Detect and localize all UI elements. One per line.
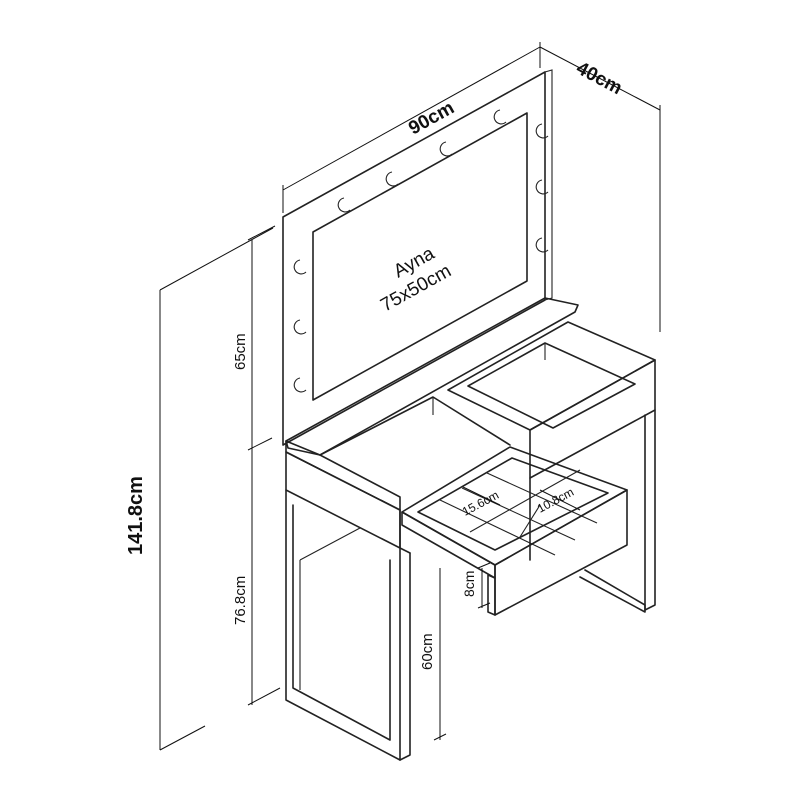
right-cabinet-cavity <box>467 342 636 429</box>
total-height-label: 141.8cm <box>125 476 147 555</box>
bulb-icon <box>439 141 453 157</box>
bulb-icon <box>535 123 549 139</box>
compartment-depth-arrow <box>539 489 581 511</box>
compartment-width-label: 15.6cm <box>460 488 501 519</box>
table-top <box>285 297 579 511</box>
mirror-frame-side <box>544 69 553 301</box>
mirror-height-label: 65cm <box>232 333 249 370</box>
drawer-inner <box>417 457 609 551</box>
right-cabinet <box>447 321 656 479</box>
bulb-icon <box>385 171 399 187</box>
bulb-icon <box>293 319 307 335</box>
bulb-icon <box>493 109 507 125</box>
drawer-side <box>401 511 496 579</box>
drawer-front <box>494 489 628 616</box>
bulb-icon <box>293 377 307 393</box>
table-top-left-edge <box>285 440 401 511</box>
drawer-divider <box>486 472 598 524</box>
drawer-top-outline <box>401 446 628 566</box>
drawer-divider <box>439 499 556 556</box>
compartment-width-arrow <box>462 486 501 506</box>
bulb-icon <box>293 259 307 275</box>
mirror-glass <box>312 112 528 401</box>
drawer-front-edge <box>487 574 496 616</box>
mirror-bulbs <box>293 109 549 393</box>
table-height-label: 76.8cm <box>232 576 249 625</box>
bulb-icon <box>535 179 549 195</box>
right-legs <box>529 409 656 613</box>
drawer-height-label: 8cm <box>461 571 477 597</box>
depth-dimension-line <box>539 46 661 111</box>
left-legs <box>285 489 411 761</box>
left-cabinet <box>285 396 511 554</box>
right-leg-rail <box>579 569 646 613</box>
bulb-icon <box>535 237 549 253</box>
leg-height-label: 60cm <box>419 633 436 670</box>
bulb-icon <box>337 197 351 213</box>
right-leg-front <box>644 409 656 611</box>
right-cabinet-top <box>447 321 656 431</box>
left-leg-inner <box>292 504 391 741</box>
depth-label: 40cm <box>573 58 626 99</box>
drawer-divider <box>469 469 581 533</box>
right-cabinet-front <box>529 359 656 479</box>
table-back-shelf <box>285 297 579 456</box>
open-drawer <box>401 446 628 616</box>
width-label: 90cm <box>405 97 458 139</box>
drawer-divider <box>461 487 576 541</box>
dimension-lines <box>159 42 661 751</box>
width-dimension-line <box>282 46 541 191</box>
left-leg-frame <box>285 489 401 761</box>
